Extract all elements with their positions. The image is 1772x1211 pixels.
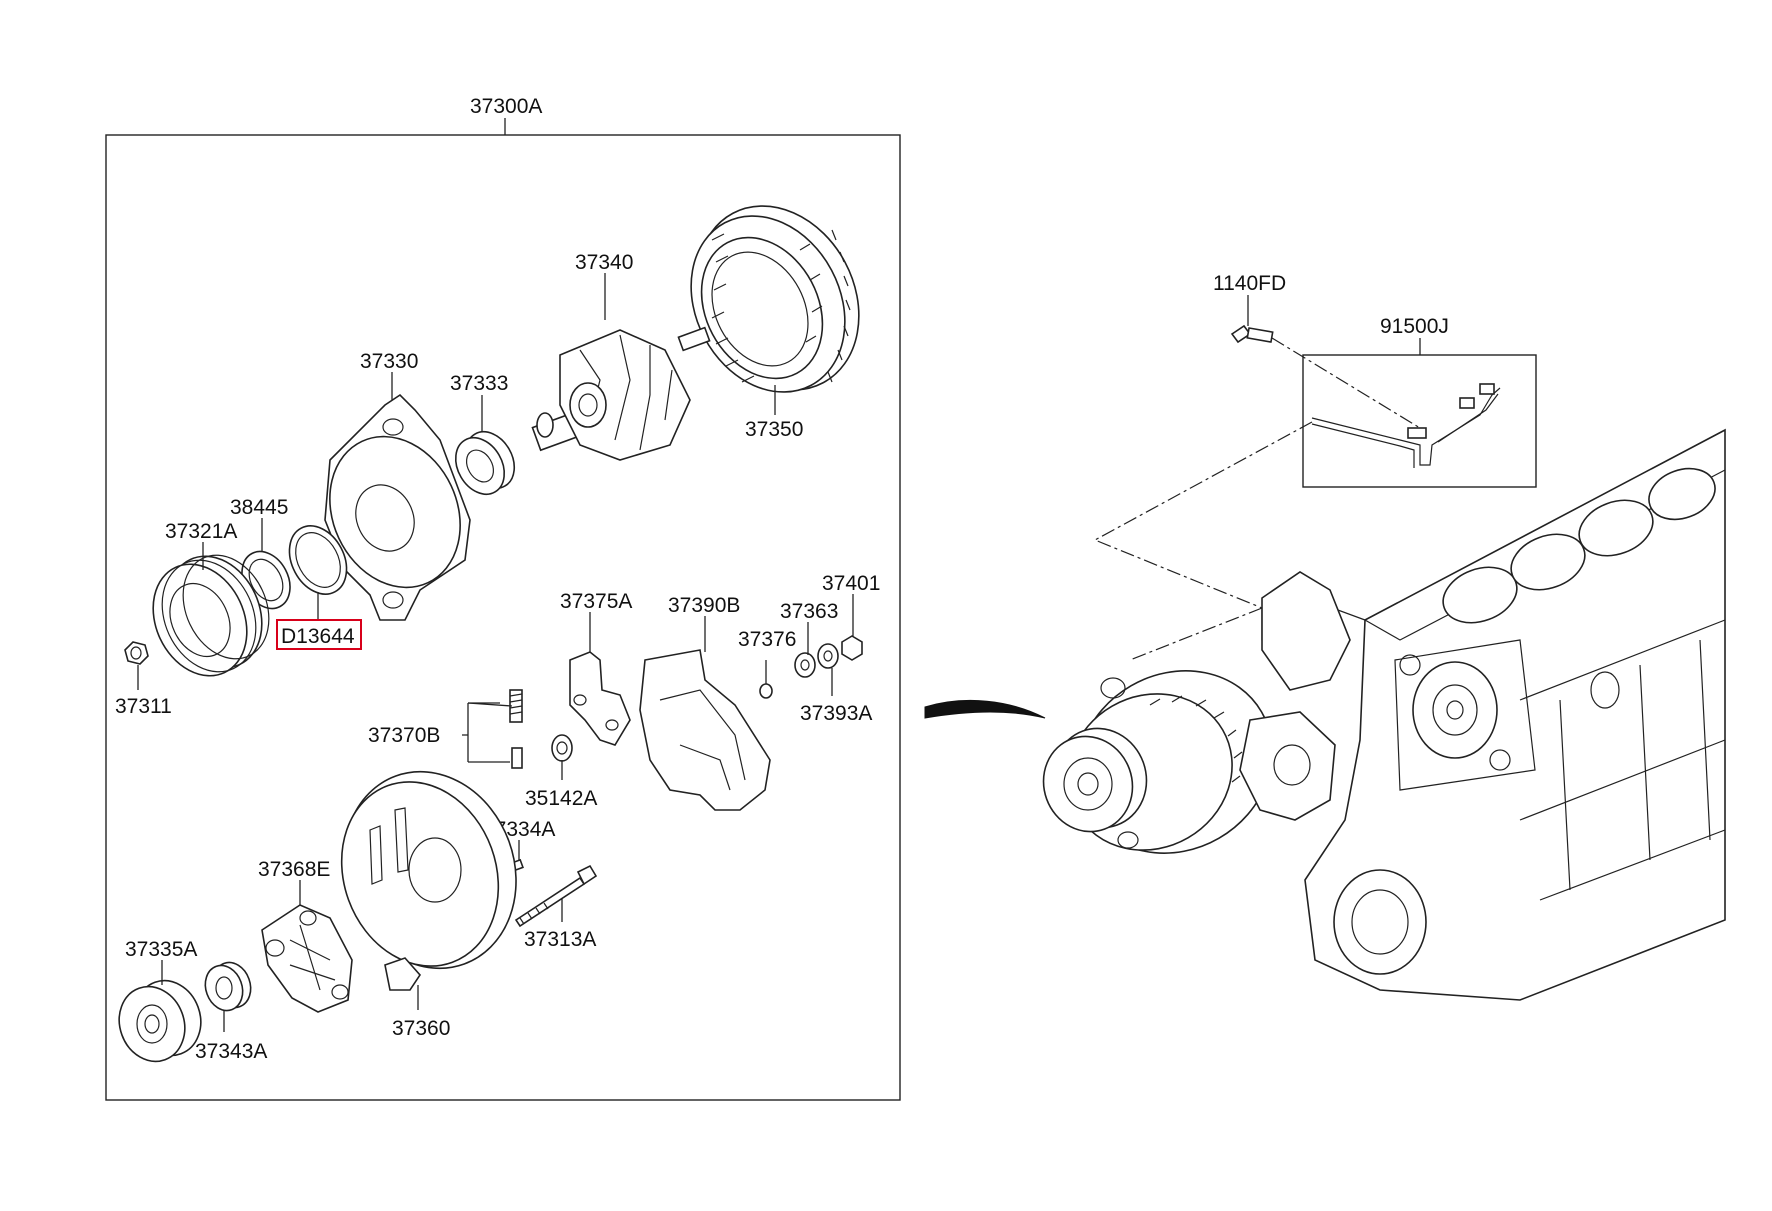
label-37335A[interactable]: 37335A: [125, 938, 197, 961]
part-37360-rear-bracket[interactable]: [316, 747, 543, 992]
label-D13644[interactable]: D13644: [281, 625, 355, 648]
part-35142A-bearing[interactable]: [551, 734, 573, 762]
label-1140FD[interactable]: 1140FD: [1213, 272, 1286, 295]
label-35142A[interactable]: 35142A: [525, 787, 597, 810]
part-37375A-regulator[interactable]: [569, 651, 631, 746]
label-37343A[interactable]: 37343A: [195, 1040, 267, 1063]
dashed-line-bracket: [1093, 421, 1313, 609]
dashed-line-bolt: [1271, 337, 1421, 429]
highlight-box-D13644: [276, 619, 362, 650]
label-37313A[interactable]: 37313A: [524, 928, 596, 951]
part-37313A-bolt[interactable]: [514, 864, 598, 928]
part-37333-bearing[interactable]: [446, 423, 524, 503]
part-37330-front-bracket[interactable]: [306, 393, 484, 621]
label-37311[interactable]: 37311: [115, 695, 172, 718]
label-37321A[interactable]: 37321A: [165, 520, 237, 543]
part-37390B-rear-cover[interactable]: [639, 649, 771, 811]
label-37368E[interactable]: 37368E: [258, 858, 330, 881]
part-D13644-ring[interactable]: [278, 516, 358, 604]
label-37300A[interactable]: 37300A: [470, 95, 542, 118]
label-37330[interactable]: 37330: [360, 350, 418, 373]
label-37375A[interactable]: 37375A: [560, 590, 632, 613]
label-37350[interactable]: 37350: [745, 418, 803, 441]
part-37363-washer[interactable]: [794, 652, 816, 678]
label-37390B[interactable]: 37390B: [668, 594, 740, 617]
dashed-line-alternator: [1129, 607, 1263, 661]
label-37401[interactable]: 37401: [822, 572, 880, 595]
part-37368E-rectifier[interactable]: [261, 904, 353, 1013]
label-38445[interactable]: 38445: [230, 496, 288, 519]
part-91500J-frame: [1302, 354, 1537, 488]
part-37350-stator[interactable]: [661, 178, 890, 419]
alternator-assembly-frame: [105, 134, 901, 1101]
part-37393A-washer[interactable]: [817, 643, 839, 669]
engine-block: [1239, 428, 1726, 1001]
label-37370B[interactable]: 37370B: [368, 724, 440, 747]
label-37363[interactable]: 37363: [780, 600, 838, 623]
part-37335A-bearing[interactable]: [109, 971, 211, 1070]
part-37343A-bearing[interactable]: [199, 957, 257, 1016]
part-37340-rotor[interactable]: [531, 326, 711, 461]
alternator-assembled[interactable]: [1030, 636, 1305, 888]
install-arrow: [924, 700, 1046, 719]
part-37376-washer[interactable]: [759, 683, 773, 699]
label-91500J[interactable]: 91500J: [1380, 315, 1449, 338]
label-37340[interactable]: 37340: [575, 251, 633, 274]
label-37376[interactable]: 37376: [738, 628, 796, 651]
label-37360[interactable]: 37360: [392, 1017, 450, 1040]
part-1140FD-bolt[interactable]: [1230, 324, 1274, 344]
part-37370B-brush[interactable]: [509, 689, 523, 769]
part-91500J-bracket[interactable]: [1311, 383, 1501, 468]
part-37311-nut[interactable]: [124, 641, 149, 665]
part-37321A-pulley[interactable]: [136, 541, 285, 691]
part-37401-nut[interactable]: [841, 635, 863, 661]
label-37393A[interactable]: 37393A: [800, 702, 872, 725]
label-37333[interactable]: 37333: [450, 372, 508, 395]
